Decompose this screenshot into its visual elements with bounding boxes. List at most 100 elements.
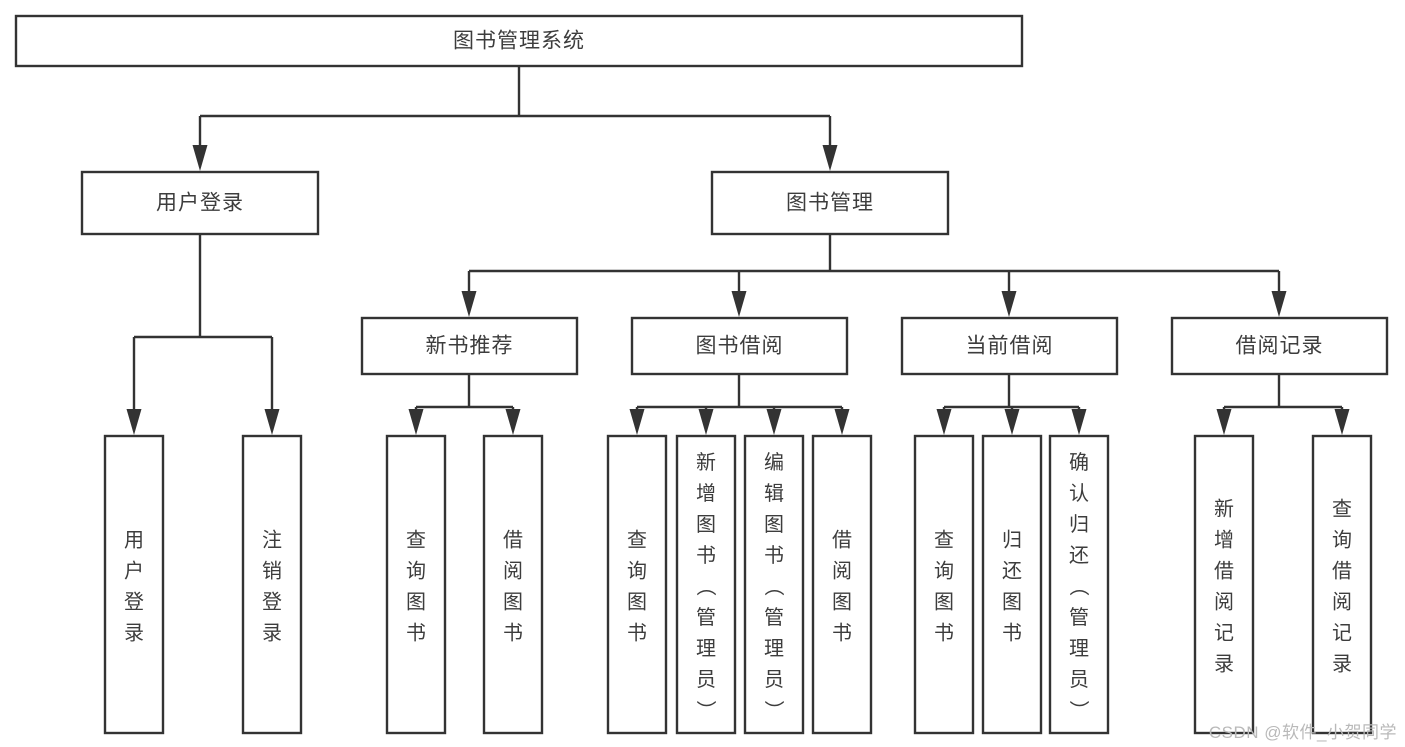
svg-text:录: 录: [1332, 654, 1352, 676]
node-new-book-recommend[interactable]: 新书推荐: [360, 316, 579, 376]
svg-text:询: 询: [934, 560, 954, 583]
svg-text:图: 图: [832, 592, 852, 614]
svg-text:图: 图: [934, 592, 954, 614]
svg-text:借: 借: [1332, 560, 1352, 583]
svg-text:记: 记: [1332, 622, 1352, 645]
svg-text:查: 查: [1332, 498, 1352, 521]
svg-text:图: 图: [503, 592, 523, 614]
connector-current-to-leaves: [936, 374, 1087, 435]
node-label: 借阅记录: [1236, 335, 1324, 358]
svg-text:新: 新: [696, 451, 716, 474]
svg-text:增: 增: [696, 482, 716, 505]
svg-text:图: 图: [696, 514, 716, 536]
svg-text:录: 录: [124, 623, 144, 645]
node-root[interactable]: 图书管理系统: [14, 14, 1024, 68]
svg-text:归: 归: [1002, 529, 1022, 552]
svg-text:阅: 阅: [1214, 591, 1234, 614]
svg-text:归: 归: [1069, 513, 1089, 536]
connector-user-login-to-leaves: [126, 234, 280, 435]
svg-text:确: 确: [1069, 451, 1089, 474]
watermark-text: CSDN @软件_小贺同学: [1208, 723, 1397, 742]
node-borrow-record[interactable]: 借阅记录: [1170, 316, 1389, 376]
node-leaf-user-login[interactable]: 用户登录: [103, 434, 165, 735]
svg-text:阅: 阅: [1332, 591, 1352, 614]
node-book-manage[interactable]: 图书管理: [710, 170, 950, 236]
svg-text:（: （: [1067, 576, 1090, 596]
svg-text:）: ）: [762, 700, 785, 720]
svg-text:辑: 辑: [764, 482, 784, 505]
svg-text:书: 书: [696, 544, 716, 567]
svg-text:阅: 阅: [503, 560, 523, 583]
svg-text:（: （: [694, 576, 717, 596]
svg-text:书: 书: [832, 622, 852, 645]
node-book-borrow[interactable]: 图书借阅: [630, 316, 849, 376]
svg-text:书: 书: [627, 622, 647, 645]
svg-text:理: 理: [696, 638, 716, 660]
svg-text:员: 员: [696, 669, 716, 691]
svg-text:借: 借: [1214, 560, 1234, 583]
node-label: 图书借阅: [696, 335, 784, 358]
svg-text:询: 询: [1332, 529, 1352, 552]
svg-text:理: 理: [1069, 638, 1089, 660]
svg-text:询: 询: [627, 560, 647, 583]
connector-root-to-level2: [192, 66, 838, 171]
svg-text:管: 管: [696, 606, 716, 629]
svg-text:户: 户: [124, 560, 144, 583]
node-user-login[interactable]: 用户登录: [80, 170, 320, 236]
svg-text:阅: 阅: [832, 560, 852, 583]
svg-text:记: 记: [1214, 622, 1234, 645]
svg-text:用: 用: [124, 530, 144, 552]
node-label: 当前借阅: [966, 335, 1054, 358]
svg-text:录: 录: [1214, 654, 1234, 676]
svg-text:查: 查: [934, 529, 954, 552]
svg-text:书: 书: [1002, 622, 1022, 645]
svg-text:询: 询: [406, 560, 426, 583]
svg-text:登: 登: [262, 591, 282, 614]
svg-text:员: 员: [1069, 669, 1089, 691]
node-label: 用户登录: [156, 192, 244, 215]
svg-text:理: 理: [764, 638, 784, 660]
svg-text:）: ）: [694, 700, 717, 720]
svg-text:销: 销: [262, 560, 282, 583]
svg-text:图: 图: [764, 514, 784, 536]
svg-text:编: 编: [764, 451, 784, 474]
node-label: 新书推荐: [426, 335, 514, 358]
svg-text:管: 管: [1069, 606, 1089, 629]
svg-text:书: 书: [764, 544, 784, 567]
svg-text:登: 登: [124, 591, 144, 614]
node-current-borrow[interactable]: 当前借阅: [900, 316, 1119, 376]
svg-text:新: 新: [1214, 498, 1234, 521]
svg-text:书: 书: [934, 622, 954, 645]
svg-text:借: 借: [503, 529, 523, 552]
svg-text:管: 管: [764, 606, 784, 629]
svg-text:书: 书: [503, 622, 523, 645]
svg-text:还: 还: [1069, 544, 1089, 567]
svg-text:（: （: [762, 576, 785, 596]
svg-text:查: 查: [406, 529, 426, 552]
svg-text:员: 员: [764, 669, 784, 691]
